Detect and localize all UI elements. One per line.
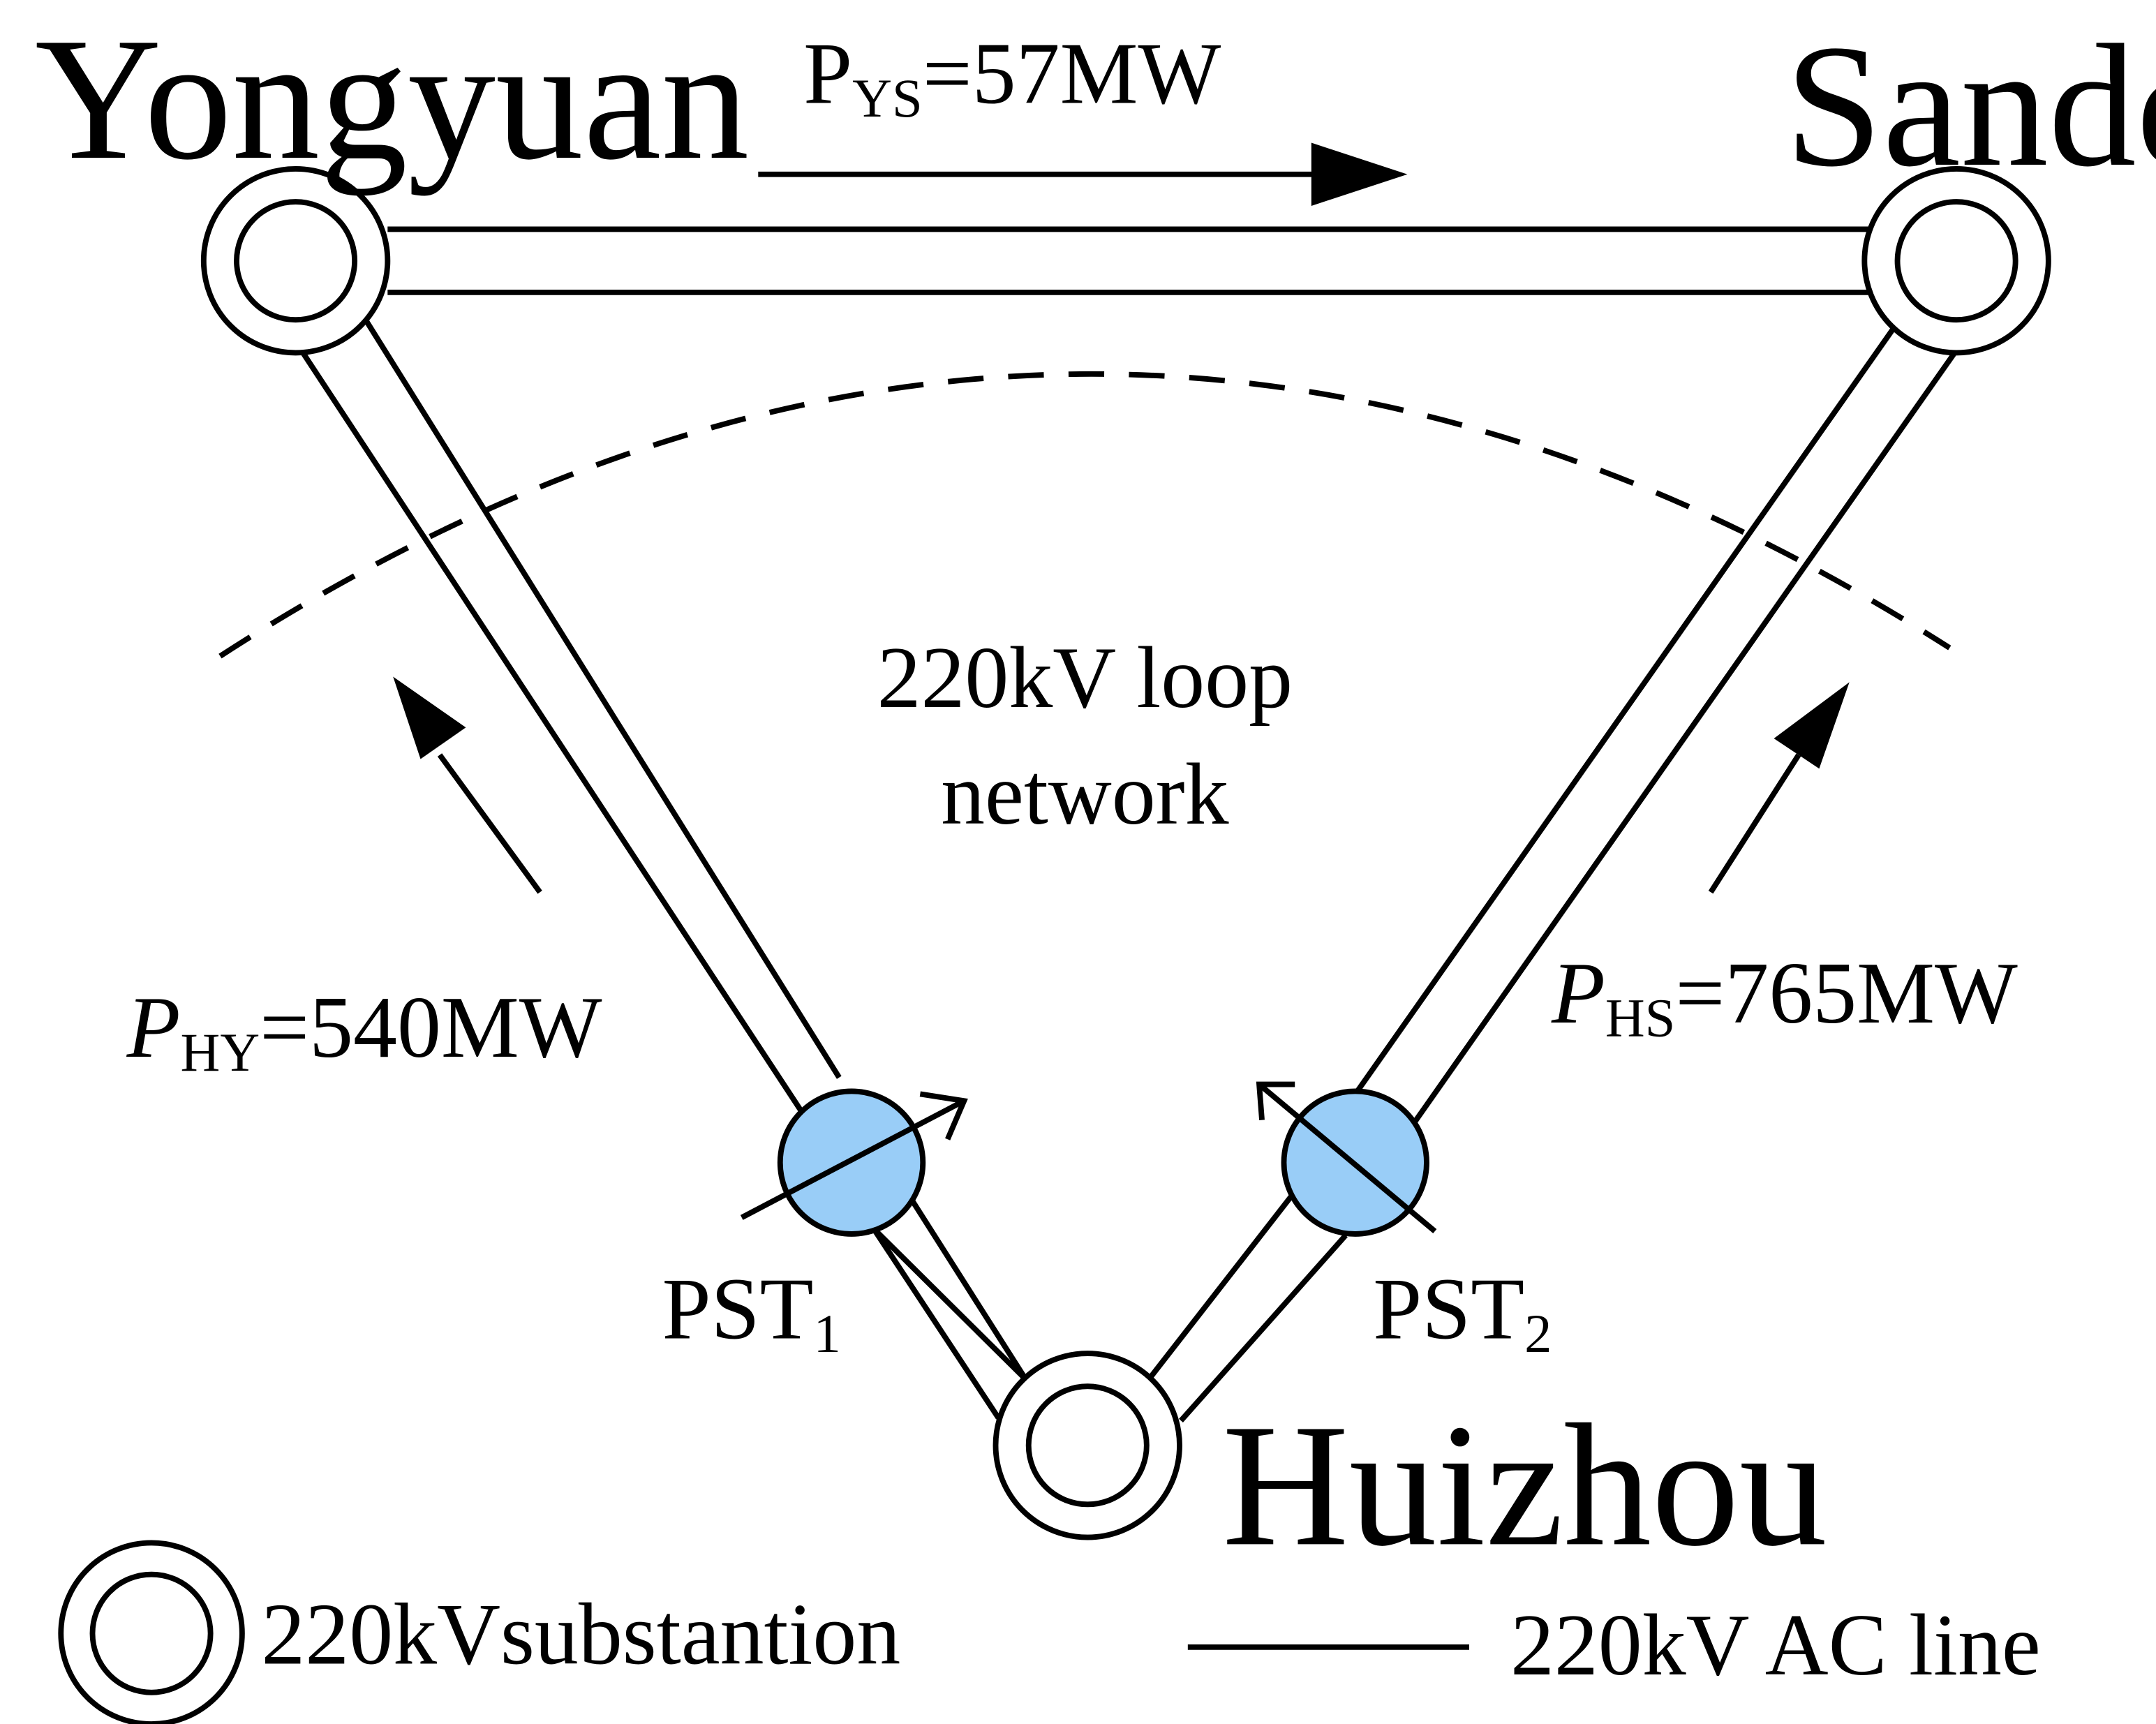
- line-yongyuan-huizhou: [299, 318, 1029, 1420]
- pst2-label: PST2: [1373, 1261, 1552, 1365]
- flow-label-hy: PHY=540MW: [126, 979, 602, 1083]
- line-yongyuan-sandong: [387, 226, 1875, 295]
- flow-hy-subscript: HY: [181, 1023, 260, 1083]
- label-sandong: Sandong: [1785, 9, 2156, 203]
- pst1-symbol: [740, 1088, 968, 1237]
- flow-hs-value: =765MW: [1675, 945, 2018, 1042]
- legend-ac-line-label: 220kV AC line: [1510, 1597, 2041, 1694]
- substation-huizhou: [992, 1351, 1182, 1540]
- flow-hy-symbol: P: [126, 979, 181, 1076]
- pst1-text: PST: [662, 1261, 814, 1358]
- pst2-text: PST: [1373, 1261, 1524, 1358]
- legend-substation-label: 220kVsubstantion: [261, 1586, 900, 1683]
- legend-substation-icon: [58, 1540, 245, 1724]
- flow-hs-symbol: P: [1551, 945, 1605, 1042]
- substation-sandong: [1861, 165, 2051, 356]
- flow-hy-value: =540MW: [260, 979, 602, 1076]
- label-huizhou: Huizhou: [1222, 1388, 1827, 1582]
- flow-arrow-ys: [758, 142, 1408, 206]
- loop-label-line1: 220kV loop: [877, 630, 1293, 727]
- pst1-label: PST1: [662, 1261, 841, 1365]
- flow-ys-subscript: YS: [852, 68, 923, 129]
- flow-ys-symbol: P: [803, 25, 852, 122]
- label-yongyuan: Yongyuan: [35, 2, 749, 196]
- flow-ys-value: =57MW: [923, 25, 1221, 122]
- substation-yongyuan: [200, 165, 391, 356]
- flow-arrow-hy: [393, 676, 542, 894]
- pst1-subscript: 1: [813, 1304, 840, 1365]
- loop-label-line2: network: [941, 746, 1228, 843]
- flow-label-hs: PHS=765MW: [1551, 945, 2018, 1049]
- flow-arrow-hs: [1708, 682, 1850, 894]
- flow-hs-subscript: HS: [1605, 988, 1676, 1049]
- pst2-subscript: 2: [1524, 1304, 1552, 1365]
- flow-label-ys: PYS=57MW: [803, 25, 1221, 129]
- pst2-symbol: [1256, 1081, 1437, 1237]
- line-sandong-huizhou: [1144, 325, 1956, 1423]
